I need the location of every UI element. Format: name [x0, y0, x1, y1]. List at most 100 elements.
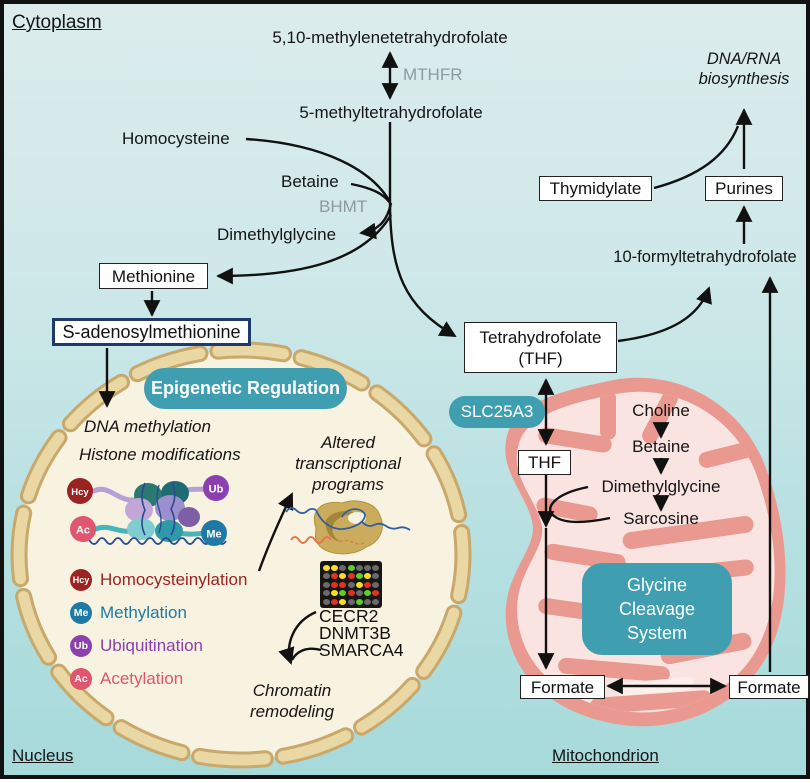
- microarray-dot: [355, 590, 363, 596]
- ac-badge: Ac: [70, 668, 92, 690]
- line-homocysteine-junction: [245, 137, 392, 203]
- gene-list: CECR2 DNMT3B SMARCA4: [319, 607, 404, 660]
- metabolite-homocysteine: Homocysteine: [122, 129, 230, 148]
- gene-smarca4: SMARCA4: [319, 640, 404, 660]
- metabolite-dimethylglycine-cyto: Dimethylglycine: [217, 225, 337, 244]
- microarray-dot: [339, 581, 347, 588]
- pathway-arrows: [98, 51, 779, 695]
- diagram-graphics: Hcy Ub Ac Me: [10, 51, 786, 769]
- hook-smarca4: [290, 647, 322, 661]
- microarray-dot: [323, 564, 331, 571]
- cytoplasm-label: Cytoplasm: [12, 12, 102, 33]
- formate-inner-box: Formate: [520, 675, 605, 699]
- microarray-dot: [371, 598, 379, 605]
- formate-outer-label: Formate: [737, 677, 801, 697]
- microarray-dot: [355, 581, 363, 588]
- legend-row-me: Me Methylation: [70, 602, 187, 624]
- metabolite-betaine-cyto: Betaine: [281, 172, 339, 191]
- hcy-label: Homocysteinylation: [100, 570, 248, 589]
- thf-main-box: Tetrahydrofolate (THF): [464, 322, 617, 373]
- legend-row-ac: Ac Acetylation: [70, 668, 183, 690]
- formate-outer-box: Formate: [729, 675, 809, 699]
- microarray-dot: [331, 581, 339, 588]
- microarray-row: [322, 590, 380, 596]
- purines-box-label: Purines: [715, 179, 773, 198]
- mrna-strand: [290, 536, 332, 544]
- slc25a3-label: SLC25A3: [460, 402, 534, 421]
- thf-mito-box: THF: [518, 450, 571, 475]
- microarray-dot: [331, 564, 339, 571]
- microarray-dot: [355, 573, 363, 579]
- metabolite-methyl-thf: 5-methyltetrahydrofolate: [299, 103, 483, 122]
- sam-box-label: S-adenosylmethionine: [62, 321, 241, 342]
- epigenetic-regulation-label: Epigenetic Regulation: [150, 378, 341, 398]
- microarray-row: [322, 581, 380, 588]
- metabolite-betaine-mito: Betaine: [632, 437, 690, 456]
- microarray-dot: [347, 573, 355, 579]
- thf-main-line1: Tetrahydrofolate: [479, 327, 602, 347]
- microarray-dot: [363, 598, 371, 605]
- legend-row-ub: Ub Ubiquitination: [70, 635, 203, 657]
- microarray-dot: [355, 564, 363, 571]
- sam-box: S-adenosylmethionine: [52, 318, 251, 346]
- ub-label: Ubiquitination: [100, 636, 204, 655]
- arrow-genes-to-chromatin: [278, 610, 317, 665]
- line-betaine-junction: [350, 182, 391, 204]
- microarray-dot: [363, 581, 371, 588]
- arrow-thf-to-formylthf: [617, 286, 712, 343]
- histone-figure: Hcy Ub Ac Me: [67, 475, 229, 546]
- figure-badge-ub: Ub: [209, 484, 224, 496]
- nucleus-label: Nucleus: [12, 746, 74, 765]
- legend-row-hcy: Hcy Homocysteinylation: [70, 569, 247, 591]
- purines-box: Purines: [705, 176, 783, 201]
- gcs-line2: Cleavage: [618, 599, 696, 619]
- mitochondrion-label: Mitochondrion: [552, 746, 659, 765]
- arrow-to-dimethylglycine: [359, 202, 393, 240]
- arrow-to-altered-programs: [257, 492, 294, 572]
- microarray-dot: [347, 590, 355, 596]
- microarray-figure: [320, 561, 382, 608]
- formate-inner-label: Formate: [530, 677, 595, 697]
- methionine-box-label: Methionine: [111, 266, 196, 286]
- microarray-dot: [347, 564, 355, 571]
- figure-badge-ac: Ac: [76, 525, 90, 537]
- microarray-dot: [363, 564, 371, 571]
- altered-programs-label: Altered transcriptional programs: [272, 432, 424, 495]
- metabolite-methylene-thf: 5,10-methylenetetrahydrofolate: [272, 28, 508, 47]
- microarray-dot: [371, 581, 379, 588]
- altered-line1: Altered: [321, 433, 375, 452]
- chromatin-remodeling-label: Chromatin remodeling: [231, 680, 353, 722]
- metabolite-choline: Choline: [632, 401, 690, 420]
- microarray-dot: [323, 598, 331, 605]
- microarray-dot: [339, 590, 347, 596]
- microarray-dot: [347, 581, 355, 588]
- figure-badge-hcy: Hcy: [71, 487, 89, 498]
- microarray-dot: [363, 573, 371, 579]
- enzyme-mthfr: MTHFR: [403, 65, 463, 84]
- chromatin-line1: Chromatin: [252, 681, 332, 700]
- microarray-row: [322, 564, 380, 571]
- thf-mito-label: THF: [527, 453, 562, 472]
- arrow-methylthf-to-thf: [388, 122, 457, 338]
- polymerase-figure: [285, 500, 411, 555]
- methionine-box: Methionine: [99, 263, 208, 289]
- microarray-dot: [331, 573, 339, 579]
- microarray-row: [322, 598, 380, 605]
- microarray-dot: [323, 581, 331, 588]
- gene-dnmt3b: DNMT3B: [319, 623, 391, 643]
- metabolite-dimethylglycine-mito: Dimethylglycine: [601, 477, 721, 496]
- thf-main-line2: (THF): [518, 348, 563, 368]
- arrow-to-methionine: [216, 214, 393, 285]
- dna-methylation-label: DNA methylation: [84, 417, 211, 436]
- dna-rna-line1: DNA/RNA: [706, 50, 782, 68]
- microarray-dot: [371, 573, 379, 579]
- metabolite-formyl-thf: 10-formyltetrahydrofolate: [613, 248, 797, 266]
- me-label: Methylation: [100, 603, 187, 622]
- gcs-line3: System: [626, 623, 687, 643]
- microarray-dot: [331, 598, 339, 605]
- nucleus-shape: [10, 341, 472, 769]
- thymidylate-box-label: Thymidylate: [549, 179, 642, 198]
- dna-rna-biosynthesis-label: DNA/RNA biosynthesis: [679, 49, 809, 89]
- microarray-dot: [331, 590, 339, 596]
